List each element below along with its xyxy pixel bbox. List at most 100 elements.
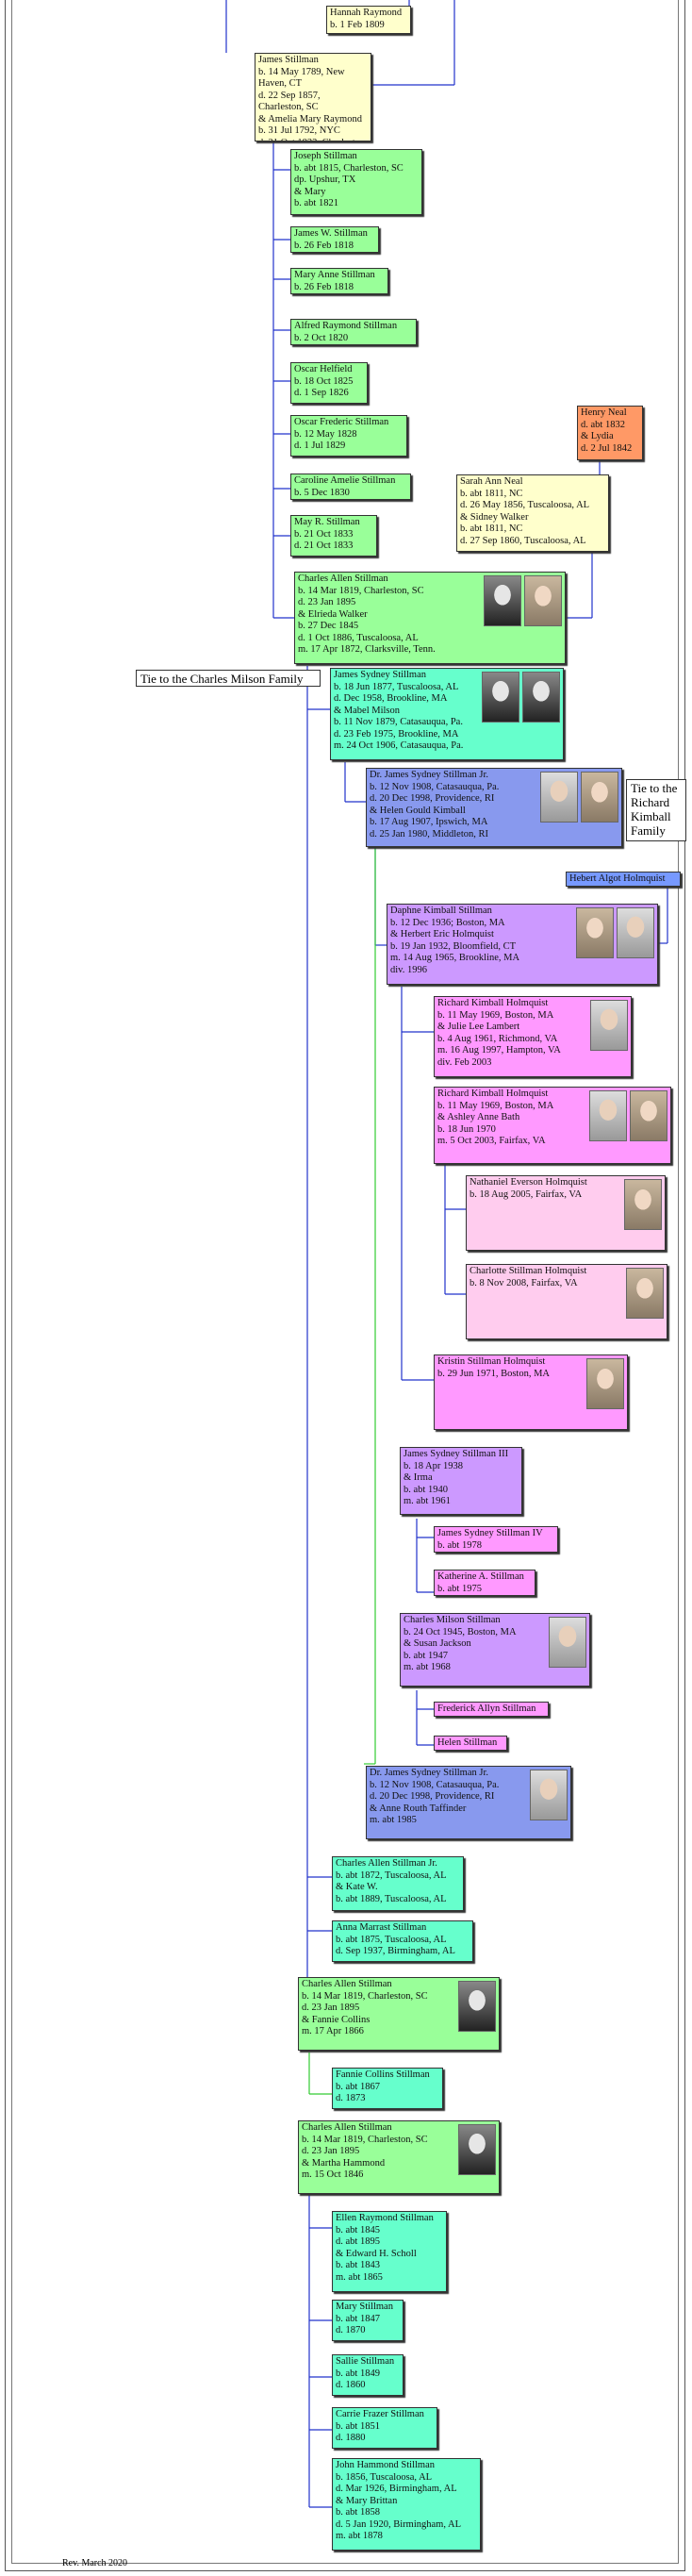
person-box: Ellen Raymond Stillman b. abt 1845 d. ab…	[332, 2211, 447, 2292]
person-box: Charlotte Stillman Holmquist b. 8 Nov 20…	[466, 1264, 667, 1339]
portrait-photo	[589, 1090, 627, 1141]
person-text: Nathaniel Everson Holmquist b. 18 Aug 20…	[470, 1177, 587, 1200]
portrait-photo	[617, 907, 654, 958]
photo-group	[586, 1358, 624, 1409]
person-box: James Sydney Stillman b. 18 Jun 1877, Tu…	[330, 668, 564, 760]
person-box: Dr. James Sydney Stillman Jr. b. 12 Nov …	[366, 768, 622, 847]
portrait-photo	[630, 1090, 667, 1141]
portrait-photo	[524, 575, 562, 626]
person-text: Hebert Algot Holmquist	[569, 873, 666, 884]
person-text: Frederick Allyn Stillman	[437, 1703, 536, 1714]
person-text: Daphne Kimball Stillman b. 12 Dec 1936; …	[390, 906, 520, 975]
photo-group	[458, 2124, 496, 2175]
person-text: Fannie Collins Stillman b. abt 1867 d. 1…	[336, 2069, 430, 2103]
photo-group	[624, 1179, 662, 1230]
person-box: Kristin Stillman Holmquist b. 29 Jun 197…	[434, 1354, 628, 1430]
person-box: James W. Stillman b. 26 Feb 1818	[290, 226, 379, 253]
person-text: Charlotte Stillman Holmquist b. 8 Nov 20…	[470, 1266, 587, 1288]
person-text: Sarah Ann Neal b. abt 1811, NC d. 26 May…	[460, 476, 590, 546]
person-box: Carrie Frazer Stillman b. abt 1851 d. 18…	[332, 2407, 437, 2449]
person-text: Kristin Stillman Holmquist b. 29 Jun 197…	[437, 1356, 551, 1379]
person-box: Oscar Helfield b. 18 Oct 1825 d. 1 Sep 1…	[290, 362, 368, 404]
person-text: Mary Anne Stillman b. 26 Feb 1818	[294, 270, 375, 292]
person-text: Charles Allen Stillman b. 14 Mar 1819, C…	[298, 573, 436, 655]
page-frame-outer	[5, 0, 685, 2571]
person-text: Charles Allen Stillman b. 14 Mar 1819, C…	[302, 1979, 428, 2036]
portrait-photo	[530, 1770, 568, 1820]
person-box: May R. Stillman b. 21 Oct 1833 d. 21 Oct…	[290, 515, 377, 557]
portrait-photo	[586, 1358, 624, 1409]
person-text: Charles Milson Stillman b. 24 Oct 1945, …	[404, 1615, 517, 1672]
person-box: John Hammond Stillman b. 1856, Tuscaloos…	[332, 2458, 481, 2551]
person-text: Caroline Amelie Stillman b. 5 Dec 1830	[294, 475, 396, 498]
photo-group	[484, 575, 562, 626]
person-box: Caroline Amelie Stillman b. 5 Dec 1830	[290, 474, 411, 500]
person-box: Anna Marrast Stillman b. abt 1875, Tusca…	[332, 1920, 473, 1962]
portrait-photo	[458, 1981, 496, 2032]
person-text: Anna Marrast Stillman b. abt 1875, Tusca…	[336, 1922, 455, 1956]
photo-group	[530, 1770, 568, 1820]
milson-tie-note: Tie to the Charles Milson Family	[136, 670, 321, 687]
portrait-photo	[482, 672, 519, 723]
person-text: Helen Stillman	[437, 1737, 498, 1748]
note-text: Tie to the Richard Kimball Family	[631, 781, 678, 838]
person-text: Joseph Stillman b. abt 1815, Charleston,…	[294, 151, 404, 208]
person-box: Richard Kimball Holmquist b. 11 May 1969…	[434, 1087, 671, 1164]
person-text: Oscar Frederic Stillman b. 12 May 1828 d…	[294, 417, 389, 451]
person-box: Henry Neal d. abt 1832 & Lydia d. 2 Jul …	[577, 406, 643, 460]
photo-group	[540, 772, 618, 823]
person-text: Richard Kimball Holmquist b. 11 May 1969…	[437, 998, 561, 1068]
person-text: Richard Kimball Holmquist b. 11 May 1969…	[437, 1089, 554, 1146]
richard-kimball-tie-note: Tie to the Richard Kimball Family	[626, 779, 686, 841]
person-text: James Stillman b. 14 May 1789, New Haven…	[258, 55, 368, 141]
person-box: Oscar Frederic Stillman b. 12 May 1828 d…	[290, 415, 407, 457]
person-text: James W. Stillman b. 26 Feb 1818	[294, 228, 368, 251]
portrait-photo	[576, 907, 614, 958]
photo-group	[549, 1617, 586, 1668]
person-text: James Sydney Stillman b. 18 Jun 1877, Tu…	[334, 670, 464, 751]
portrait-photo	[458, 2124, 496, 2175]
person-text: Charles Allen Stillman b. 14 Mar 1819, C…	[302, 2122, 428, 2180]
person-text: John Hammond Stillman b. 1856, Tuscaloos…	[336, 2460, 461, 2541]
person-text: Sallie Stillman b. abt 1849 d. 1860	[336, 2356, 395, 2390]
person-text: James Sydney Stillman IV b. abt 1978	[437, 1528, 543, 1551]
note-text: Tie to the Charles Milson Family	[140, 672, 304, 686]
person-box: Charles Allen Stillman Jr. b. abt 1872, …	[332, 1856, 464, 1911]
photo-group	[576, 907, 654, 958]
person-box: Charles Allen Stillman b. 14 Mar 1819, C…	[298, 1977, 500, 2051]
person-box: Charles Allen Stillman b. 14 Mar 1819, C…	[298, 2120, 500, 2194]
photo-group	[626, 1268, 664, 1319]
portrait-photo	[624, 1179, 662, 1230]
person-box: Katherine A. Stillman b. abt 1975	[434, 1570, 535, 1596]
person-text: Henry Neal d. abt 1832 & Lydia d. 2 Jul …	[581, 407, 633, 454]
person-box: Sarah Ann Neal b. abt 1811, NC d. 26 May…	[456, 474, 609, 552]
person-box: Dr. James Sydney Stillman Jr. b. 12 Nov …	[366, 1766, 571, 1839]
person-text: Katherine A. Stillman b. abt 1975	[437, 1571, 524, 1594]
portrait-photo	[549, 1617, 586, 1668]
person-box: James Stillman b. 14 May 1789, New Haven…	[255, 53, 371, 141]
person-box: Helen Stillman	[434, 1736, 507, 1751]
person-text: Hannah Raymond b. 1 Feb 1809	[330, 8, 403, 30]
person-box: Nathaniel Everson Holmquist b. 18 Aug 20…	[466, 1175, 666, 1251]
person-text: Oscar Helfield b. 18 Oct 1825 d. 1 Sep 1…	[294, 364, 354, 398]
person-text: James Sydney Stillman III b. 18 Apr 1938…	[404, 1449, 509, 1506]
person-text: Ellen Raymond Stillman b. abt 1845 d. ab…	[336, 2213, 434, 2283]
revision-note: Rev. March 2020	[62, 2558, 128, 2568]
page-frame-inner	[11, 0, 679, 2564]
person-box: Fannie Collins Stillman b. abt 1867 d. 1…	[332, 2068, 443, 2109]
person-box: Sallie Stillman b. abt 1849 d. 1860	[332, 2354, 404, 2396]
photo-group	[458, 1981, 496, 2032]
person-box: Joseph Stillman b. abt 1815, Charleston,…	[290, 149, 422, 215]
person-box: Charles Allen Stillman b. 14 Mar 1819, C…	[294, 572, 566, 664]
person-text: May R. Stillman b. 21 Oct 1833 d. 21 Oct…	[294, 517, 360, 551]
portrait-photo	[522, 672, 560, 723]
portrait-photo	[540, 772, 578, 823]
person-box: Daphne Kimball Stillman b. 12 Dec 1936; …	[387, 904, 658, 985]
person-text: Dr. James Sydney Stillman Jr. b. 12 Nov …	[370, 770, 500, 839]
photo-group	[589, 1090, 667, 1141]
person-box: James Sydney Stillman III b. 18 Apr 1938…	[400, 1447, 522, 1515]
person-box: Mary Stillman b. abt 1847 d. 1870	[332, 2300, 404, 2341]
person-text: Dr. James Sydney Stillman Jr. b. 12 Nov …	[370, 1768, 500, 1825]
person-box: Frederick Allyn Stillman	[434, 1702, 549, 1717]
